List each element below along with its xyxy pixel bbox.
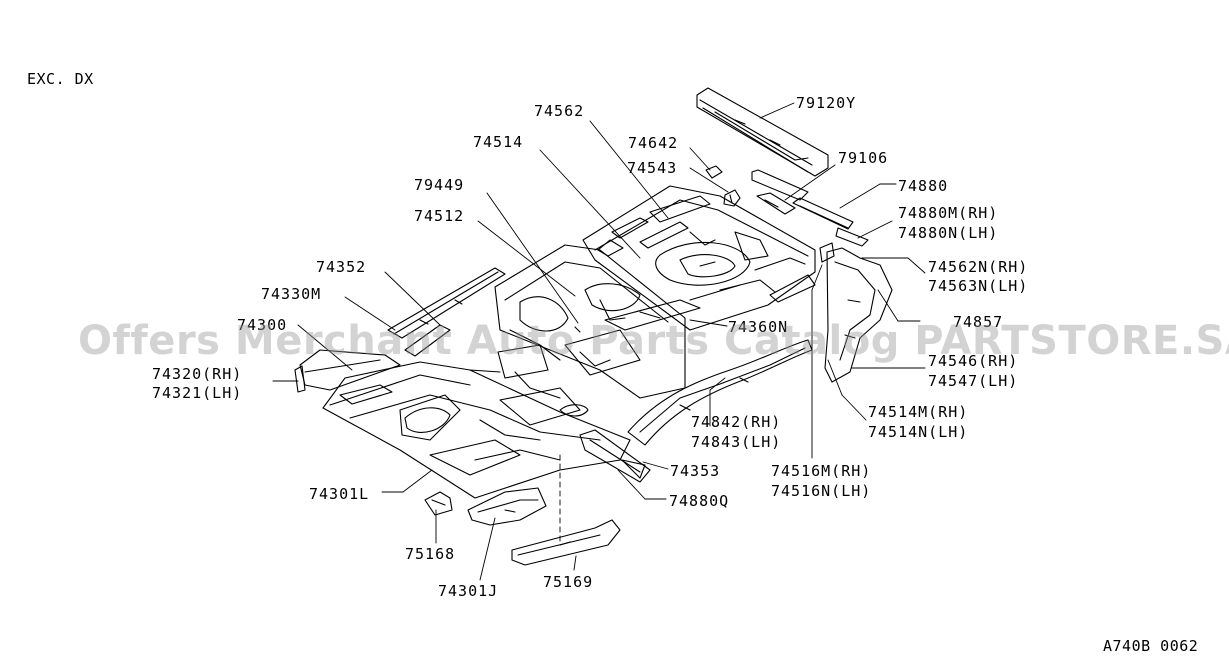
bracket-79106-part — [751, 169, 809, 215]
callout-74546: 74546(RH) — [928, 352, 1019, 370]
callout-74562n: 74562N(RH) — [928, 258, 1029, 276]
rear-cross-member-part — [696, 87, 829, 177]
callout-74547: 74547(LH) — [928, 372, 1019, 390]
callout-79106: 79106 — [838, 149, 889, 167]
front-member-part — [294, 349, 401, 393]
diagram-code: A740B 0062 — [1103, 637, 1199, 655]
callout-74514: 74514 — [473, 133, 524, 151]
callout-74880: 74880 — [898, 177, 949, 195]
variant-note: EXC. DX — [27, 70, 94, 88]
callout-74880m: 74880M(RH) — [898, 204, 999, 222]
callout-74330m: 74330M — [261, 285, 322, 303]
rear-side-panel-part — [819, 242, 893, 383]
callout-74514m: 74514M(RH) — [868, 403, 969, 421]
callout-79120y: 79120Y — [796, 94, 857, 112]
member-75169-part — [511, 519, 621, 566]
callout-74352: 74352 — [316, 258, 367, 276]
callout-74857: 74857 — [953, 313, 1004, 331]
bracket-75168-part — [424, 491, 453, 516]
callout-74843: 74843(LH) — [691, 433, 782, 451]
side-sill-part — [387, 267, 506, 357]
rear-sill-part — [579, 429, 651, 483]
callout-74514n: 74514N(LH) — [868, 423, 969, 441]
callout-75169: 75169 — [543, 573, 594, 591]
callout-74516m: 74516M(RH) — [771, 462, 872, 480]
rear-side-member-part — [627, 339, 813, 446]
callout-74360n: 74360N — [728, 318, 789, 336]
callout-74512: 74512 — [414, 207, 465, 225]
callout-74563n: 74563N(LH) — [928, 277, 1029, 295]
floor-patch-74301j-part — [467, 487, 547, 526]
leader-lines — [272, 102, 926, 581]
callout-74642: 74642 — [628, 134, 679, 152]
callout-75168: 75168 — [405, 545, 456, 563]
callout-74321: 74321(LH) — [152, 384, 243, 402]
callout-74562: 74562 — [534, 102, 585, 120]
rear-floor-part — [582, 185, 816, 331]
small-brackets-part — [705, 165, 741, 207]
callout-74353: 74353 — [670, 462, 721, 480]
callout-74300: 74300 — [237, 316, 288, 334]
callout-74301j: 74301J — [438, 582, 499, 600]
callout-74842: 74842(RH) — [691, 413, 782, 431]
callout-79449: 79449 — [414, 176, 465, 194]
callout-74880n: 74880N(LH) — [898, 224, 999, 242]
rear-member-74880-part — [792, 197, 869, 247]
callout-74543: 74543 — [627, 159, 678, 177]
callout-74516n: 74516N(LH) — [771, 482, 872, 500]
callout-74880q: 74880Q — [669, 492, 730, 510]
callout-74301l: 74301L — [309, 485, 370, 503]
callout-74320: 74320(RH) — [152, 365, 243, 383]
bracket-74360n-part — [604, 299, 701, 331]
